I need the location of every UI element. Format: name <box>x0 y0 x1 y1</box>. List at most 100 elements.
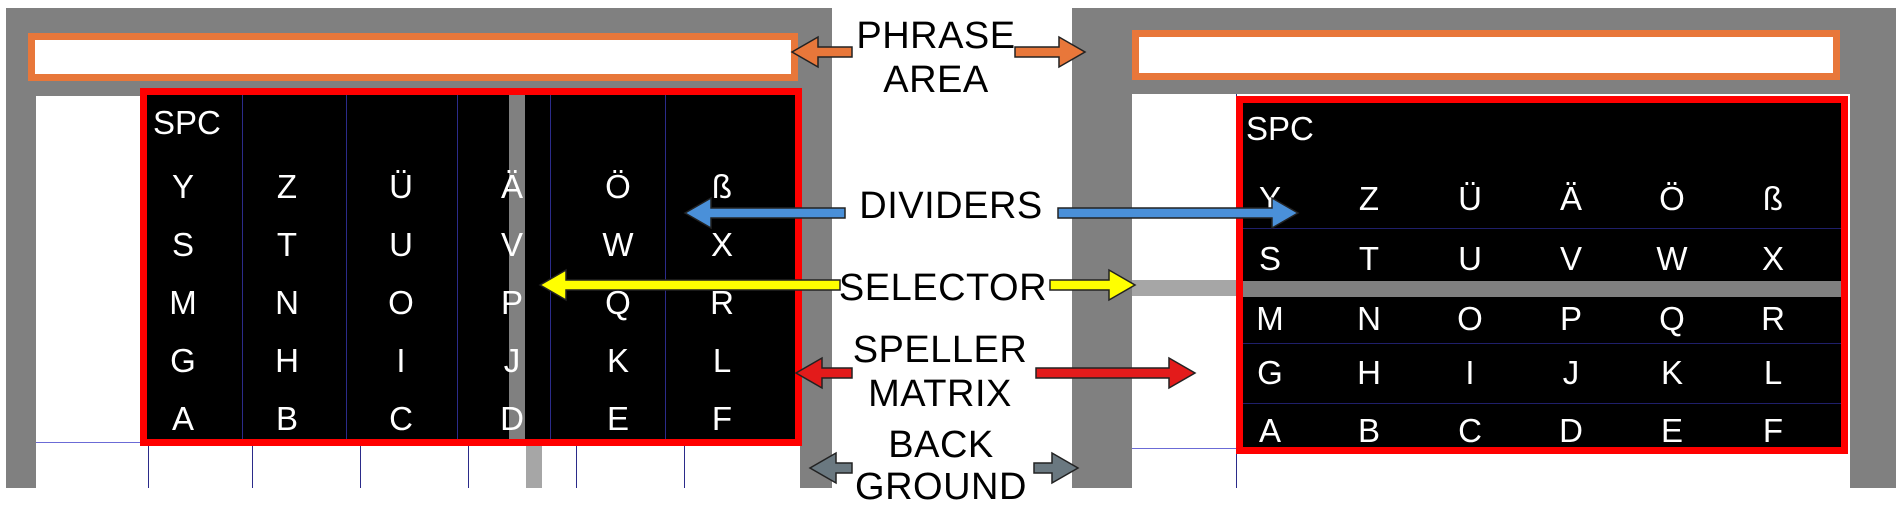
right-matrix-cell: H <box>1357 354 1381 391</box>
right-matrix-cell: U <box>1458 240 1482 277</box>
speller-arrow-right <box>1035 356 1197 390</box>
left-matrix-cell: W <box>602 226 634 263</box>
left-matrix-cell: N <box>275 284 299 321</box>
left-matrix-cell: Ä <box>500 168 523 205</box>
right-matrix-cell: X <box>1761 240 1784 277</box>
right-matrix-cell: T <box>1358 240 1380 277</box>
left-matrix-cell: C <box>389 400 413 437</box>
right-matrix-cell: M <box>1256 300 1284 337</box>
right-matrix-cell: D <box>1559 412 1583 449</box>
right-matrix-cell: Q <box>1659 300 1685 337</box>
right-matrix-cell: S <box>1258 240 1281 277</box>
phrase-arrow-left <box>790 35 853 69</box>
divider-line <box>684 442 685 488</box>
left-matrix-selector-bar <box>509 95 525 439</box>
speller-arrow-left <box>794 356 853 390</box>
speller-label-line1: SPELLER <box>852 329 1028 371</box>
background-arrow-right <box>1033 451 1080 485</box>
right-matrix-cell: I <box>1465 354 1475 391</box>
left-matrix-cell: Ö <box>605 168 631 205</box>
right-matrix-cell: J <box>1562 354 1580 391</box>
divider-line <box>576 442 577 488</box>
selector-arrow-right <box>1049 268 1137 302</box>
right-matrix-cell: R <box>1761 300 1785 337</box>
left-matrix-cell: H <box>275 342 299 379</box>
left-matrix-cell: Z <box>276 168 298 205</box>
left-matrix-cell: T <box>276 226 298 263</box>
background-arrow-left <box>808 451 853 485</box>
left-matrix-cell: Ü <box>389 168 413 205</box>
background-label-line2: GROUND <box>855 466 1027 508</box>
left-matrix-cell: G <box>170 342 196 379</box>
right-matrix-cell: A <box>1258 412 1281 449</box>
left-matrix-cell: O <box>388 284 414 321</box>
left-matrix-cell: M <box>169 284 197 321</box>
right-matrix-cell: Z <box>1358 180 1380 217</box>
right-matrix-divider-line <box>1243 228 1841 229</box>
phrase-arrow-right <box>1014 35 1087 69</box>
right-matrix-cell: B <box>1357 412 1380 449</box>
divider-line <box>252 442 253 488</box>
right-matrix-cell: ß <box>1762 180 1784 217</box>
left-matrix-cell: U <box>389 226 413 263</box>
left-matrix-cell-spc: SPC <box>153 104 221 141</box>
dividers-label: DIVIDERS <box>859 185 1043 227</box>
right-matrix-divider-line <box>1243 343 1841 344</box>
divider-line <box>360 442 361 488</box>
right-matrix-cell: G <box>1257 354 1283 391</box>
left-matrix-cell: P <box>500 284 523 321</box>
right-matrix-cell: F <box>1762 412 1784 449</box>
speller-label-line2: MATRIX <box>868 373 1012 415</box>
right-matrix-selector-bar <box>1243 281 1841 297</box>
right-matrix-divider-line <box>1243 403 1841 404</box>
phrase-area-right <box>1132 30 1840 80</box>
left-matrix-cell: L <box>712 342 732 379</box>
right-matrix-cell: C <box>1458 412 1482 449</box>
left-matrix-cell: D <box>500 400 524 437</box>
right-matrix-cell: K <box>1660 354 1683 391</box>
left-matrix-cell: R <box>710 284 734 321</box>
right-matrix-cell: O <box>1457 300 1483 337</box>
background-label: BACK GROUND <box>846 424 1036 508</box>
right-matrix-cell: Ä <box>1559 180 1582 217</box>
right-matrix-cell: Ö <box>1659 180 1685 217</box>
left-matrix-divider-line <box>346 95 347 439</box>
right-matrix-cell: E <box>1660 412 1683 449</box>
selector-label: SELECTOR <box>838 267 1048 309</box>
left-matrix-cell: J <box>503 342 521 379</box>
right-matrix-cell: V <box>1559 240 1582 277</box>
right-matrix-cell: N <box>1357 300 1381 337</box>
left-matrix-cell: X <box>710 226 733 263</box>
phrase-label-line1: PHRASE <box>856 15 1016 57</box>
selector-arrow-left <box>538 268 841 302</box>
phrase-area-label: PHRASE AREA <box>850 14 1022 102</box>
divider-line <box>468 442 469 488</box>
left-matrix-cell: B <box>275 400 298 437</box>
right-matrix-cell: Ü <box>1458 180 1482 217</box>
dividers-arrow-left <box>683 196 846 230</box>
phrase-label-line2: AREA <box>883 59 989 101</box>
left-matrix-cell: V <box>500 226 523 263</box>
left-matrix-cell: A <box>171 400 194 437</box>
right-matrix-cell: L <box>1763 354 1783 391</box>
dividers-arrow-right <box>1057 196 1300 230</box>
speller-matrix-label: SPELLER MATRIX <box>850 328 1030 416</box>
divider-line <box>36 442 148 443</box>
left-matrix-cell: ß <box>711 168 733 205</box>
selector-bar-right <box>1132 280 1236 296</box>
right-matrix-cell-spc: SPC <box>1246 110 1314 147</box>
background-label-line1: BACK <box>888 424 994 466</box>
left-matrix-cell: F <box>711 400 733 437</box>
left-matrix-divider-line <box>242 95 243 439</box>
left-matrix-cell: I <box>396 342 406 379</box>
left-matrix-cell: K <box>606 342 629 379</box>
left-matrix-cell: Y <box>171 168 194 205</box>
left-matrix-cell: S <box>171 226 194 263</box>
left-matrix-divider-line <box>665 95 666 439</box>
phrase-area-left <box>28 33 798 81</box>
